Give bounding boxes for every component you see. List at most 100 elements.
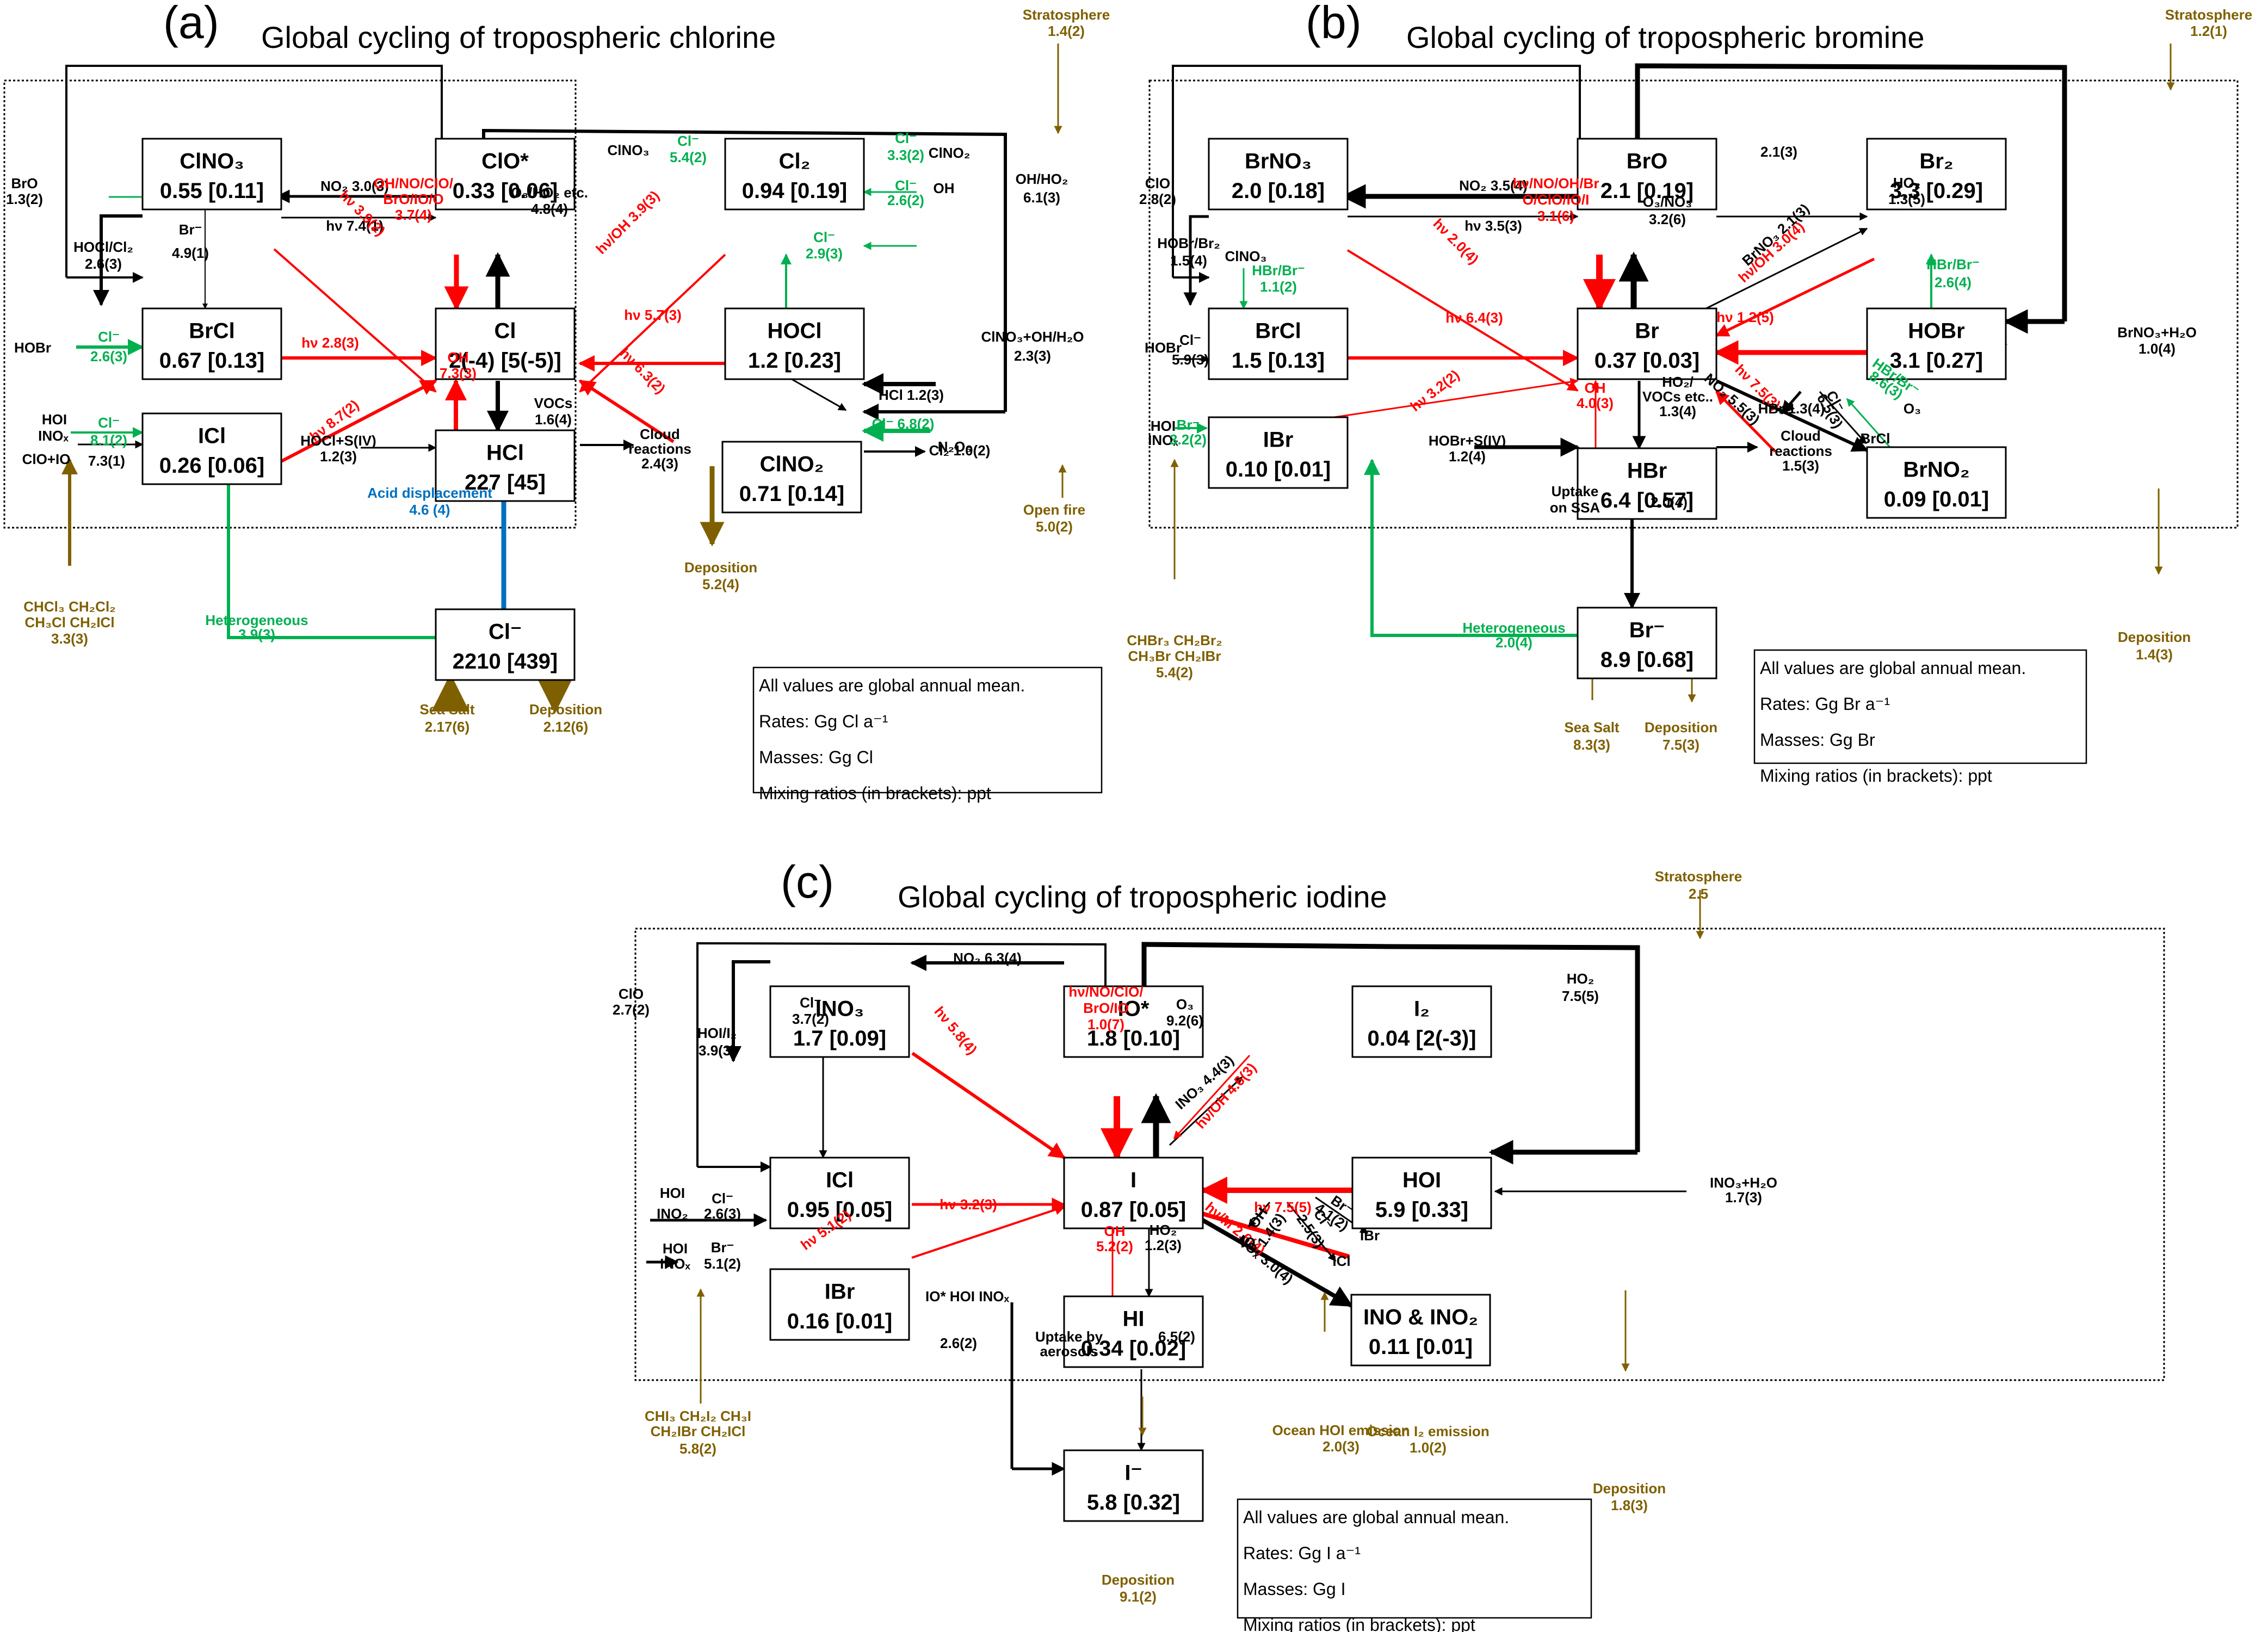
species-name: BrCl [189,319,234,343]
flux-label: hν 3.2(2) [1407,367,1463,415]
species-burden: 1.7 [0.09] [793,1027,886,1050]
flux-label: 4.6 (4) [409,502,450,518]
flux-label: HBr 1.3(4) [1758,400,1825,417]
species-box[interactable]: I₂0.04 [2(-3)] [1351,985,1492,1058]
units-note: All values are global annual mean.Rates:… [1237,1498,1592,1632]
flux-label: 1.5(3) [1782,458,1819,474]
species-box[interactable]: Br0.37 [0.03] [1577,307,1717,380]
species-burden: 2(-4) [5(-5)] [449,349,561,373]
flux-label: 8.1(2) [90,432,127,448]
flux-label: Deposition [529,701,602,718]
units-note-frame [1753,649,2087,764]
flux-label: hν 1.2(5) [1716,309,1774,325]
flux-label: 2.3(3) [1014,348,1051,364]
units-note: All values are global annual mean.Rates:… [1753,649,2087,786]
flux-label: CHI₃ CH₂I₂ CH₃I [645,1408,751,1424]
flux-label: 2.5 [1689,886,1708,902]
species-box-frame [1063,1295,1204,1368]
species-name: Cl [495,319,516,343]
flux-label: ClNO₂ [929,145,971,161]
io-hoi-loop-line [1141,942,1640,1152]
flux-label: O₃ [1904,400,1921,417]
species-name: BrO [1627,150,1668,174]
species-burden: 227 [45] [465,471,546,494]
species-burden: 0.26 [0.06] [159,454,264,478]
hoi-to-icl-arrow [1286,1202,1337,1262]
species-box[interactable]: Cl 2(-4) [5(-5)] [435,307,576,380]
flux-label: BrO/IO [1083,1000,1129,1016]
flux-label: 4.8(4) [531,201,568,217]
species-box[interactable]: ClO*0.33 [0.06] [435,138,576,211]
species-box[interactable]: I0.87 [0.05] [1063,1157,1204,1229]
species-box[interactable]: Br⁻8.9 [0.68] [1577,607,1717,679]
species-box[interactable]: Cl⁻2210 [439] [435,608,576,681]
flux-label: N₂O₅ [938,438,972,455]
flux-label: hν 6.4(3) [1445,310,1503,326]
flux-label: VOCs [534,395,573,411]
species-burden: 1.5 [0.13] [1232,349,1325,373]
species-name: Cl⁻ [489,620,522,644]
flux-label: Deposition [1645,719,1717,735]
species-box-frame [769,1268,910,1341]
units-note: All values are global annual mean.Rates:… [752,666,1103,803]
flux-label: CHBr₃ CH₂Br₂ [1127,632,1222,648]
species-box-frame [1866,446,2007,519]
species-box[interactable]: IO*1.8 [0.10] [1063,985,1204,1058]
units-note-line: Mixing ratios (in brackets): ppt [1243,1615,1475,1632]
flux-label: BrNO₃+H₂O [2117,324,2197,341]
species-name: I [1130,1169,1136,1192]
flux-label: Cl⁻ [895,177,917,194]
flux-label: aerosols [1040,1343,1098,1359]
flux-label: INOₓ [38,428,69,444]
clo-hocl-loop-line [482,128,1007,412]
flux-label: 2.4(3) [641,455,678,472]
species-box-frame [435,429,576,502]
troposphere-boundary [1148,79,2239,529]
species-box[interactable]: HI0.34 [0.02] [1063,1295,1204,1368]
species-name: INO & INO₂ [1363,1306,1478,1330]
species-box[interactable]: I⁻5.8 [0.32] [1063,1449,1204,1522]
flux-label: INO₃+H₂O [1710,1174,1777,1191]
flux-label: Cl⁻ [712,1190,733,1207]
flux-label: OH [934,180,955,196]
flux-label: 2.8(2) [1139,191,1176,207]
flux-label: Cloud [640,426,680,442]
species-box-frame [1208,138,1349,211]
panel-label: (a) [163,0,219,48]
bro-hobr-loop-line [1635,63,2067,322]
flux-label: INOₓ [1148,432,1178,448]
species-name: Br [1635,319,1659,343]
flux-label: Stratosphere [1023,7,1110,23]
species-name: ClO* [481,150,529,174]
flux-label: 1.3(2) [6,191,43,207]
species-name: BrNO₂ [1903,458,1969,482]
species-name: BrNO₃ [1245,150,1312,174]
arrow-layer [3,44,2239,1476]
hobr-to-brcl-arrow [1819,391,1867,444]
units-note-frame [1237,1498,1592,1619]
species-box-frame [1866,307,2007,380]
flux-label: 2.6(2) [940,1335,977,1351]
flux-label: 5.0(2) [1036,518,1073,535]
species-burden: 5.8 [0.32] [1087,1491,1180,1514]
